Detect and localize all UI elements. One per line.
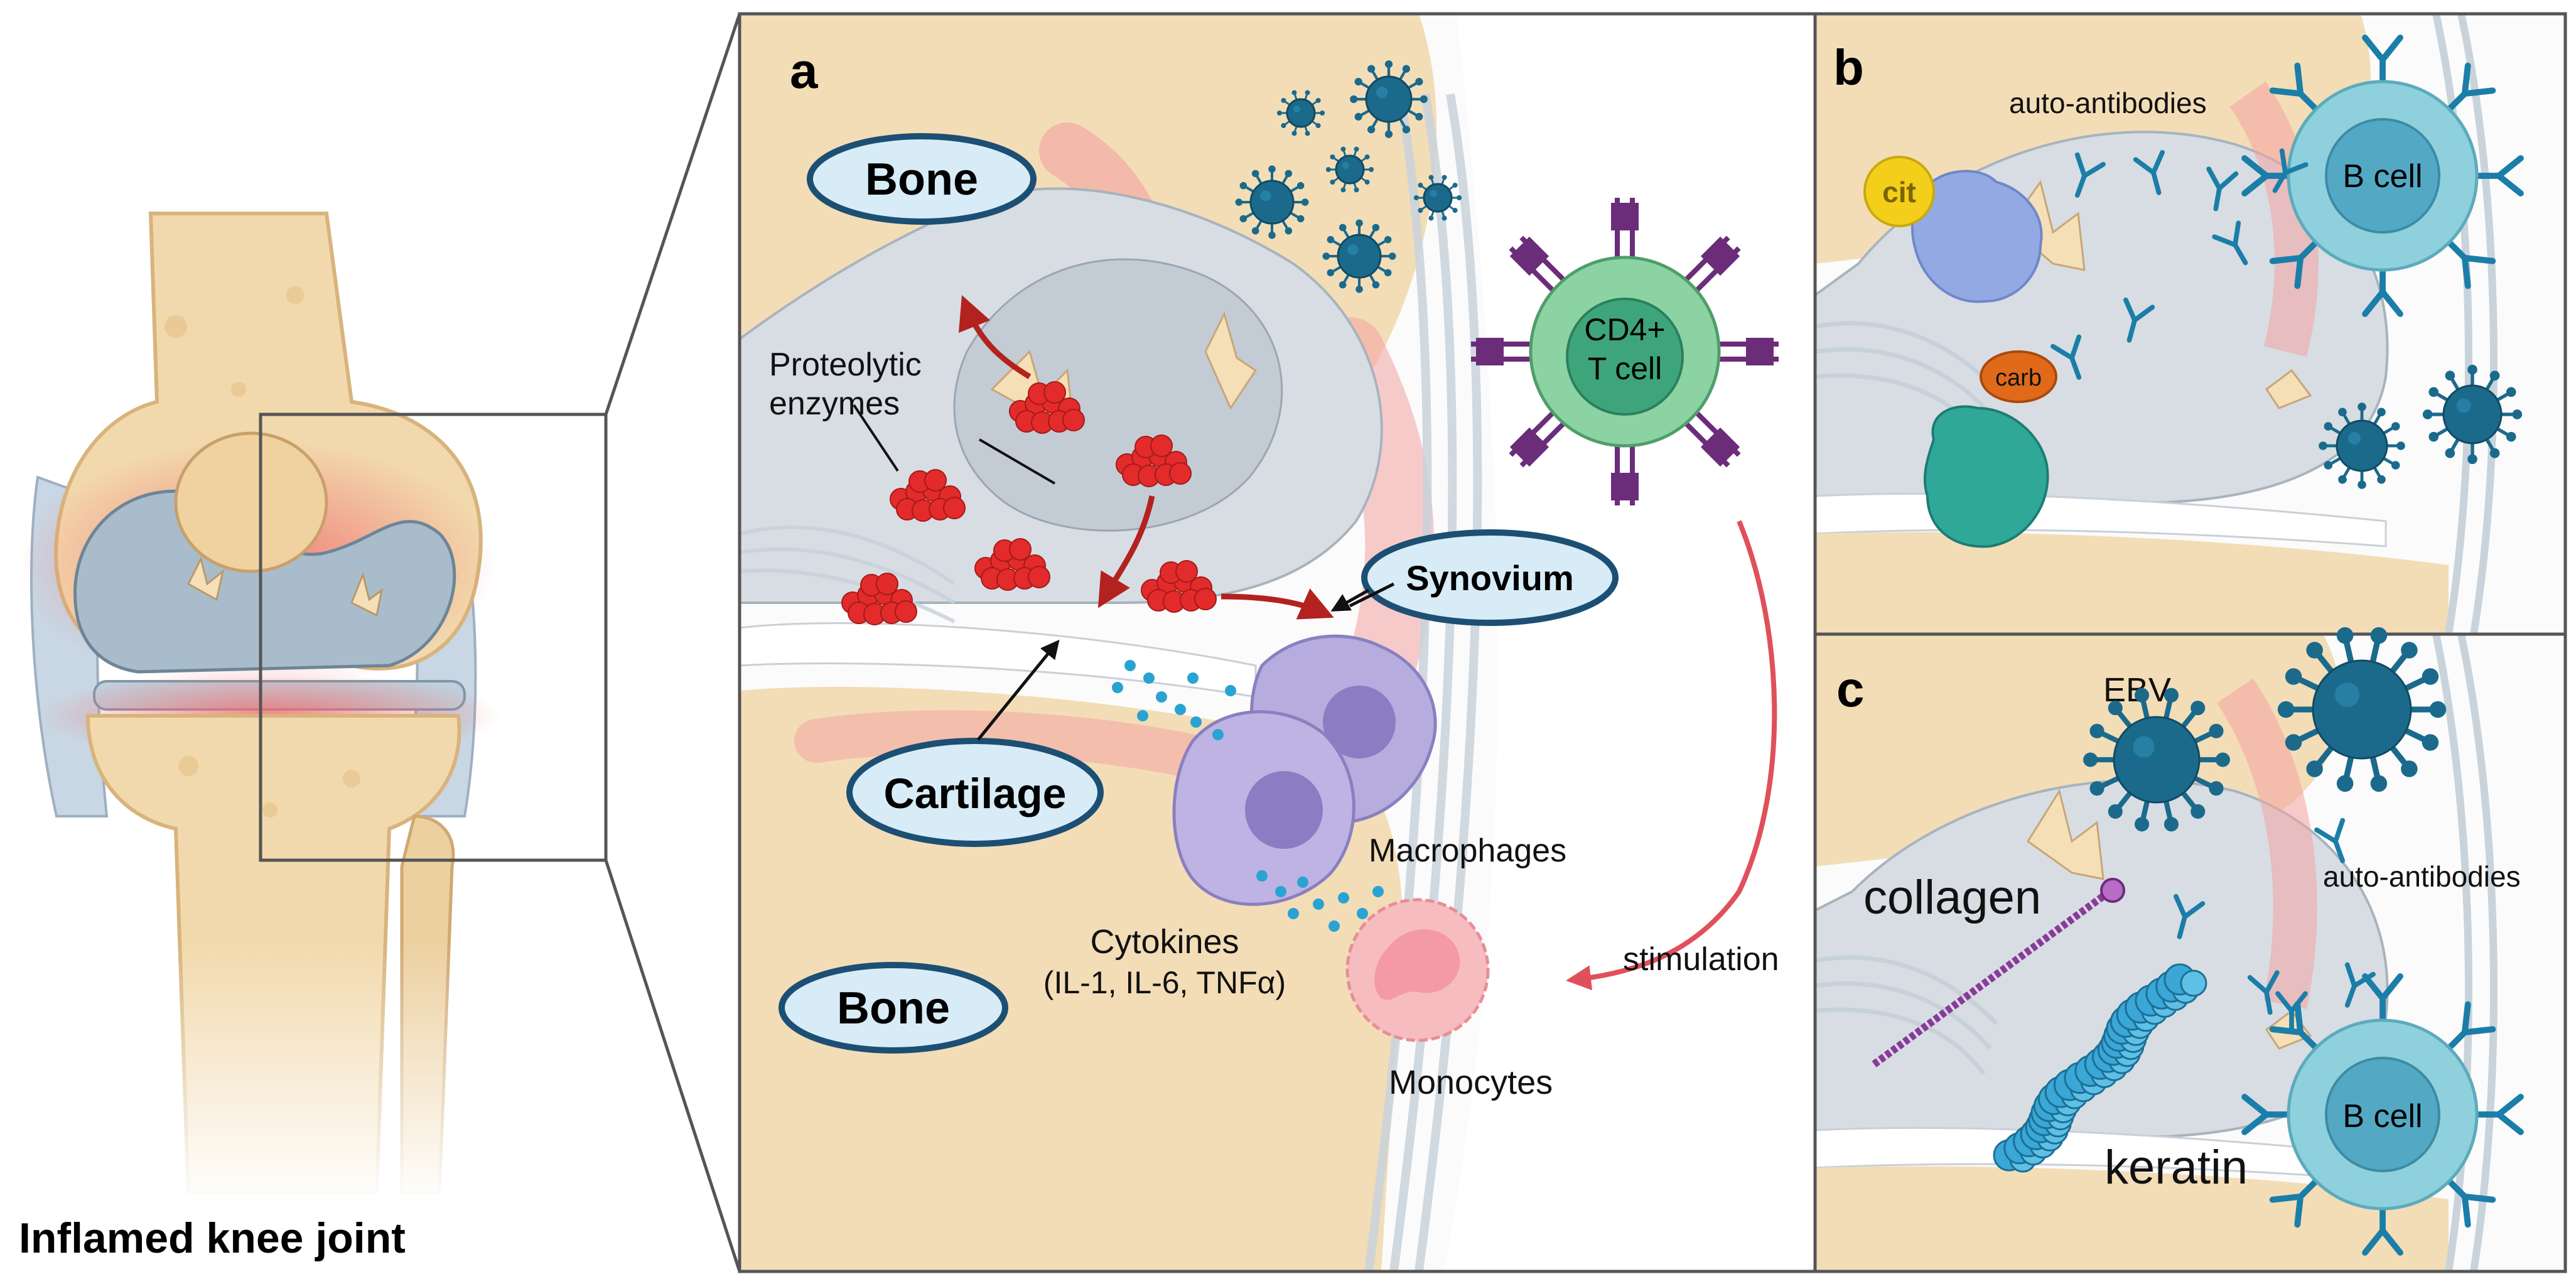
- proteolytic-enzyme-clusters: [841, 381, 1217, 625]
- cartilage-pointer-arrow: [977, 639, 1060, 741]
- cytokines-label-line2: (IL-1, IL-6, TNFα): [1043, 965, 1286, 1000]
- cartilage-label: Cartilage: [846, 738, 1104, 847]
- tcr-receptor: [1682, 409, 1741, 468]
- cit-label: cit: [1882, 176, 1916, 208]
- proteolytic-label-line2: enzymes: [769, 386, 900, 422]
- tcr-receptor: [1471, 338, 1534, 365]
- virus-icon: [1235, 165, 1309, 239]
- enzyme-cluster: [890, 469, 966, 522]
- cd4-t-cell: CD4+ T cell: [1471, 198, 1779, 505]
- stimulation-label: stimulation: [1623, 941, 1779, 978]
- ebv-virus-particles: [2083, 627, 2447, 832]
- svg-text:Cartilage: Cartilage: [884, 770, 1067, 817]
- keratin-label: keratin: [2104, 1141, 2248, 1194]
- collagen-fiber: [1872, 878, 2125, 1067]
- enzyme-cluster: [974, 538, 1050, 591]
- collagen-label: collagen: [1863, 871, 2041, 924]
- knee-joint-illustration: [19, 13, 741, 1272]
- stimulation-arrow: [1566, 520, 1777, 991]
- free-antibodies-b: [2051, 148, 2309, 380]
- monocytes-label: Monocytes: [1389, 1064, 1553, 1101]
- citrullinated-protein: cit: [1863, 156, 2043, 303]
- antibody-icon: [2314, 817, 2346, 863]
- tcr-receptor: [1611, 198, 1639, 261]
- macrophage-cells: [1172, 634, 1437, 906]
- antibody-icon: [2174, 893, 2206, 939]
- enzyme-arrow-down: [1097, 495, 1155, 608]
- enzyme-arrow-up: [958, 294, 1032, 379]
- panel-b-auto-antibodies-label: auto-antibodies: [2009, 87, 2207, 119]
- virus-icon: [1350, 60, 1428, 138]
- panel-a-letter: a: [790, 43, 818, 99]
- panel-c-letter: c: [1836, 661, 1865, 717]
- virus-icon: [1276, 90, 1325, 136]
- svg-text:Bone: Bone: [837, 983, 950, 1033]
- svg-text:B cell: B cell: [2342, 1098, 2422, 1135]
- zoom-region-box: [259, 413, 608, 862]
- enzyme-cluster: [1009, 381, 1085, 434]
- free-antibodies-c: [2174, 817, 2376, 1034]
- keratin-chain: [1993, 963, 2207, 1173]
- bone-label-top: Bone: [807, 133, 1037, 225]
- virus-particles-b: [2319, 364, 2523, 489]
- enzyme-cluster: [1141, 560, 1217, 613]
- svg-text:T cell: T cell: [1588, 351, 1663, 386]
- enzyme-arrow-right: [1221, 588, 1334, 620]
- panel-b-letter: b: [1833, 40, 1864, 95]
- synovium-pointer-arrow: [1330, 588, 1370, 612]
- enzyme-cluster: [1116, 434, 1192, 487]
- monocyte-cell: [1345, 898, 1490, 1042]
- b-cell-panel-b: B cell: [2241, 35, 2524, 317]
- virus-icon: [1413, 175, 1462, 221]
- antibody-icon: [2272, 148, 2309, 193]
- svg-text:Bone: Bone: [865, 154, 978, 205]
- antibody-icon: [2275, 991, 2308, 1034]
- virus-icon: [2422, 364, 2523, 465]
- synovium-label: Synovium: [1361, 529, 1619, 626]
- panel-c-frame: [1813, 632, 2567, 1273]
- proteolytic-label-line1: Proteolytic: [769, 347, 922, 383]
- antibody-icon: [2074, 152, 2106, 198]
- tcr-receptor: [1611, 443, 1639, 505]
- virus-icon: [1322, 219, 1396, 293]
- panel-c-auto-antibodies-label: auto-antibodies: [2323, 860, 2521, 893]
- tcr-receptor: [1509, 409, 1568, 468]
- antibody-icon: [2051, 334, 2082, 380]
- cytokines-label-line1: Cytokines: [1090, 923, 1239, 961]
- svg-text:Synovium: Synovium: [1406, 558, 1574, 598]
- patella: [174, 431, 328, 573]
- virus-icon: [1325, 146, 1374, 193]
- antibody-icon: [2247, 970, 2280, 1015]
- enzyme-cluster: [841, 573, 917, 625]
- cytokine-dots: [1112, 660, 1384, 932]
- antibody-icon: [2212, 220, 2248, 266]
- knee-caption: Inflamed knee joint: [19, 1214, 406, 1262]
- macrophages-label: Macrophages: [1369, 833, 1566, 869]
- virus-icon: [2277, 627, 2447, 792]
- virus-icon: [2319, 402, 2405, 489]
- svg-text:B cell: B cell: [2342, 158, 2422, 195]
- tcr-receptor: [1716, 338, 1779, 365]
- virus-particles: [1235, 60, 1462, 293]
- antibody-icon: [2344, 962, 2376, 1008]
- antibody-icon: [2206, 166, 2239, 212]
- femur-cartilage: [73, 489, 456, 674]
- bone-label-bottom: Bone: [779, 962, 1008, 1054]
- carb-label: carb: [1995, 365, 2042, 391]
- virus-icon: [2083, 688, 2230, 832]
- antibody-icon: [2123, 297, 2155, 343]
- antibody-icon: [2133, 149, 2165, 195]
- b-cell-panel-c: B cell: [2241, 973, 2524, 1256]
- svg-text:CD4+: CD4+: [1584, 312, 1665, 347]
- carbamylated-protein: carb: [1923, 350, 2057, 548]
